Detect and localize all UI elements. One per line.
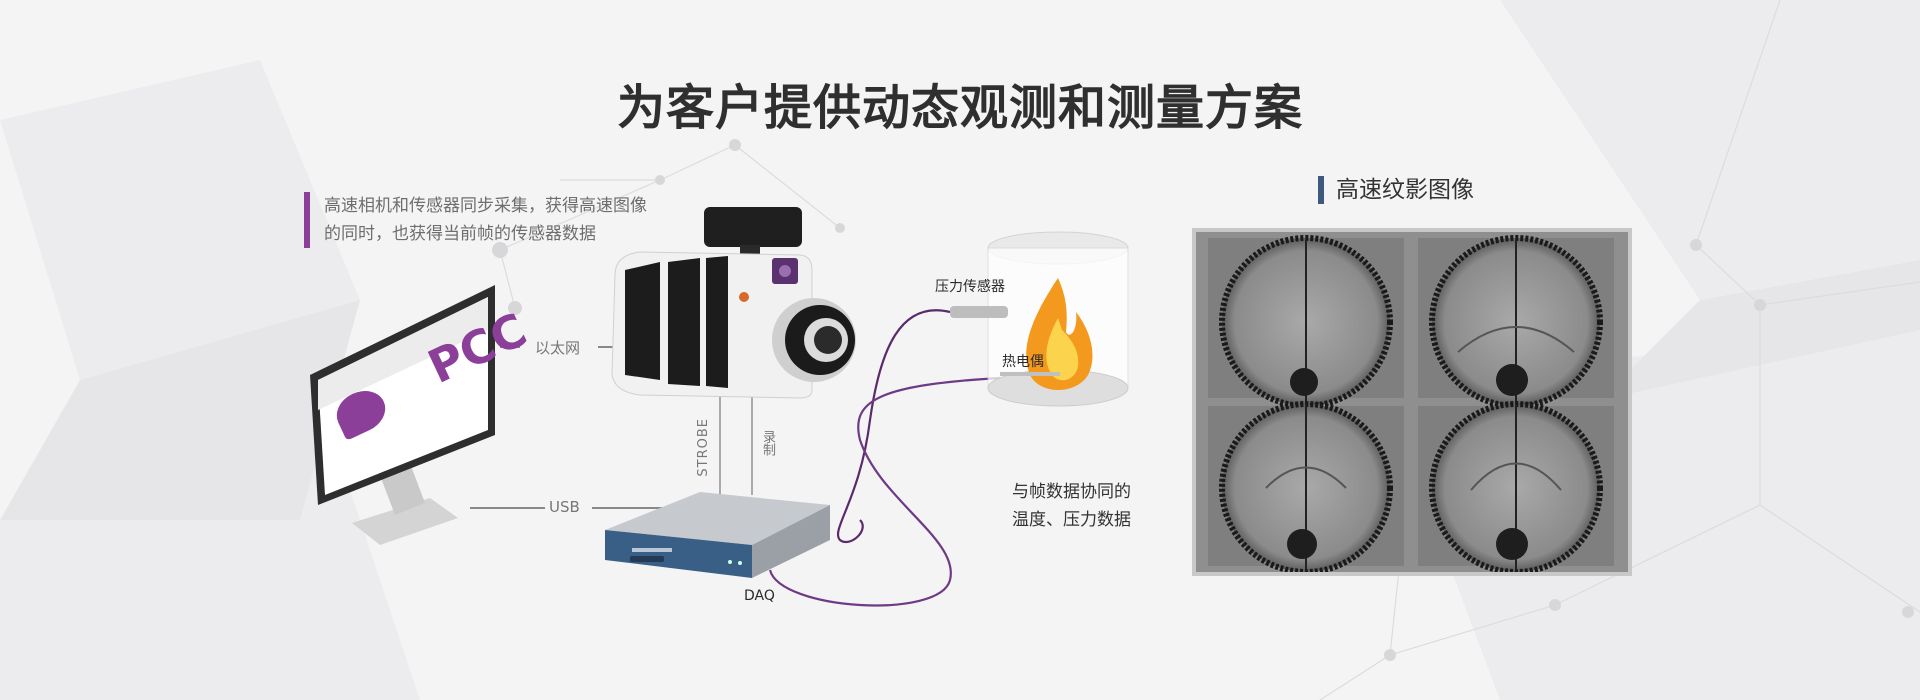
strobe-label: STROBE bbox=[696, 418, 711, 477]
data-note: 与帧数据协同的 温度、压力数据 bbox=[1012, 478, 1172, 534]
camera-illustration bbox=[611, 207, 856, 399]
schlieren-frame-2 bbox=[1418, 235, 1614, 409]
thermocouple-label: 热电偶 bbox=[1002, 354, 1044, 370]
thermocouple-probe bbox=[1000, 372, 1060, 376]
data-note-line-1: 与帧数据协同的 bbox=[1012, 482, 1131, 502]
page-title: 为客户提供动态观测和测量方案 bbox=[616, 80, 1303, 136]
pressure-cable bbox=[836, 309, 951, 543]
ethernet-label: 以太网 bbox=[535, 339, 581, 357]
intro-line-1: 高速相机和传感器同步采集，获得高速图像 bbox=[324, 196, 647, 216]
pressure-sensor-label: 压力传感器 bbox=[935, 279, 1005, 295]
daq-label: DAQ bbox=[744, 588, 775, 604]
schlieren-frames bbox=[1208, 235, 1614, 575]
pressure-sensor-body bbox=[950, 306, 1008, 318]
record-label: 录制 bbox=[760, 430, 775, 456]
usb-label: USB bbox=[549, 498, 580, 516]
chamber-illustration bbox=[950, 231, 1129, 407]
thermocouple-cable bbox=[768, 376, 1001, 607]
schlieren-frame-3 bbox=[1208, 401, 1404, 575]
data-note-line-2: 温度、压力数据 bbox=[1012, 510, 1131, 530]
schlieren-image-grid bbox=[1192, 228, 1632, 576]
intro-line-2: 的同时，也获得当前帧的传感器数据 bbox=[324, 224, 596, 244]
daq-illustration bbox=[605, 492, 830, 578]
monitor-illustration bbox=[310, 285, 495, 545]
schlieren-title: 高速纹影图像 bbox=[1318, 176, 1474, 204]
schlieren-frame-1 bbox=[1208, 235, 1404, 409]
intro-text: 高速相机和传感器同步采集，获得高速图像 的同时，也获得当前帧的传感器数据 bbox=[304, 192, 704, 248]
schlieren-frame-4 bbox=[1418, 401, 1614, 575]
